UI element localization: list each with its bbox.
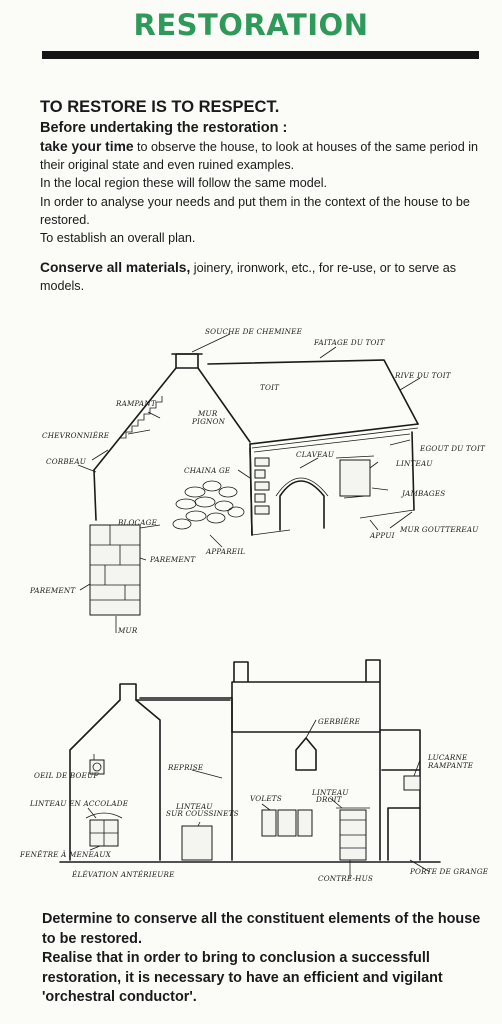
label-appui: APPUI <box>369 531 395 540</box>
front-elevation-diagram: GERBIÈRE LUCARNE RAMPANTE OEIL DE BOEUF … <box>0 650 502 895</box>
label-elevation: ÉLÉVATION ANTÉRIEURE <box>71 870 175 879</box>
title-rule <box>42 51 479 59</box>
label-mur: MUR <box>117 626 138 635</box>
label-porte-grange: PORTE DE GRANGE <box>409 867 489 876</box>
label-oeil-de-boeuf: OEIL DE BOEUF <box>34 771 99 780</box>
label-linteau-droit-1: LINTEAU <box>311 788 349 797</box>
label-linteau-coussinets-1: LINTEAU <box>175 802 213 811</box>
closing-section: Determine to conserve all the constituen… <box>42 910 482 1008</box>
label-mur-pignon-2: PIGNON <box>191 417 226 426</box>
label-linteau: LINTEAU <box>395 459 433 468</box>
conserve-rest: joinery, ironwork, etc., for re-use, or … <box>40 261 457 294</box>
intro-subheading: Before undertaking the restoration : <box>40 120 288 136</box>
plan-line: To establish an overall plan. <box>40 231 196 246</box>
take-time-rest: to observe the house, to look at houses … <box>40 140 478 173</box>
label-contre-hus: CONTRE-HUS <box>318 874 373 883</box>
label-blocage: BLOCAGE <box>117 518 158 527</box>
label-reprise: REPRISE <box>167 763 204 772</box>
label-mur-pignon-1: MUR <box>197 409 218 418</box>
label-lucarne-2: RAMPANTE <box>427 761 474 770</box>
label-mur-gouttereau: MUR GOUTTEREAU <box>399 525 479 534</box>
label-toit: TOIT <box>260 383 280 392</box>
closing-paragraph-2: Realise that in order to bring to conclu… <box>42 950 443 1006</box>
analyse-line: In order to analyse your needs and put t… <box>40 194 470 227</box>
label-egout: EGOUT DU TOIT <box>419 444 486 453</box>
take-time-bold: take your time <box>40 139 134 154</box>
label-claveau: CLAVEAU <box>296 450 335 459</box>
label-volets: VOLETS <box>250 794 282 803</box>
label-linteau-accolade: LINTEAU EN ACCOLADE <box>29 799 129 808</box>
closing-paragraph-1: Determine to conserve all the constituen… <box>42 911 481 947</box>
label-lucarne-1: LUCARNE <box>427 753 468 762</box>
label-appareil: APPAREIL <box>205 547 245 556</box>
label-rampant: RAMPANT <box>115 399 157 408</box>
label-linteau-droit-2: DROIT <box>315 795 343 804</box>
label-parement-1: PAREMENT <box>149 555 196 564</box>
label-faitage: FAITAGE DU TOIT <box>313 338 386 347</box>
label-chevronniere: CHEVRONNIÈRE <box>42 431 110 440</box>
label-fenetre-meneaux: FENÊTRE À MENEAUX <box>19 850 112 859</box>
label-souche: SOUCHE DE CHEMINEE <box>205 327 303 336</box>
label-chainage: CHAINA GE <box>184 466 231 475</box>
page-title: RESTORATION <box>133 8 369 42</box>
label-linteau-coussinets-2: SUR COUSSINETS <box>166 809 239 818</box>
conserve-paragraph: Conserve all materials, joinery, ironwor… <box>40 259 480 295</box>
conserve-bold: Conserve all materials, <box>40 260 191 276</box>
label-rive: RIVE DU TOIT <box>394 371 452 380</box>
intro-heading: TO RESTORE IS TO RESPECT. <box>40 98 280 116</box>
label-gerbiere: GERBIÈRE <box>318 717 361 726</box>
label-corbeau: CORBEAU <box>46 457 87 466</box>
intro-section: TO RESTORE IS TO RESPECT. Before underta… <box>40 97 480 296</box>
label-jambages: JAMBAGES <box>400 489 445 498</box>
house-perspective-diagram: SOUCHE DE CHEMINEE FAITAGE DU TOIT RIVE … <box>0 320 502 650</box>
local-region-line: In the local region these will follow th… <box>40 176 328 191</box>
label-parement-2: PAREMENT <box>29 586 76 595</box>
take-time-paragraph: take your time to observe the house, to … <box>40 138 480 174</box>
